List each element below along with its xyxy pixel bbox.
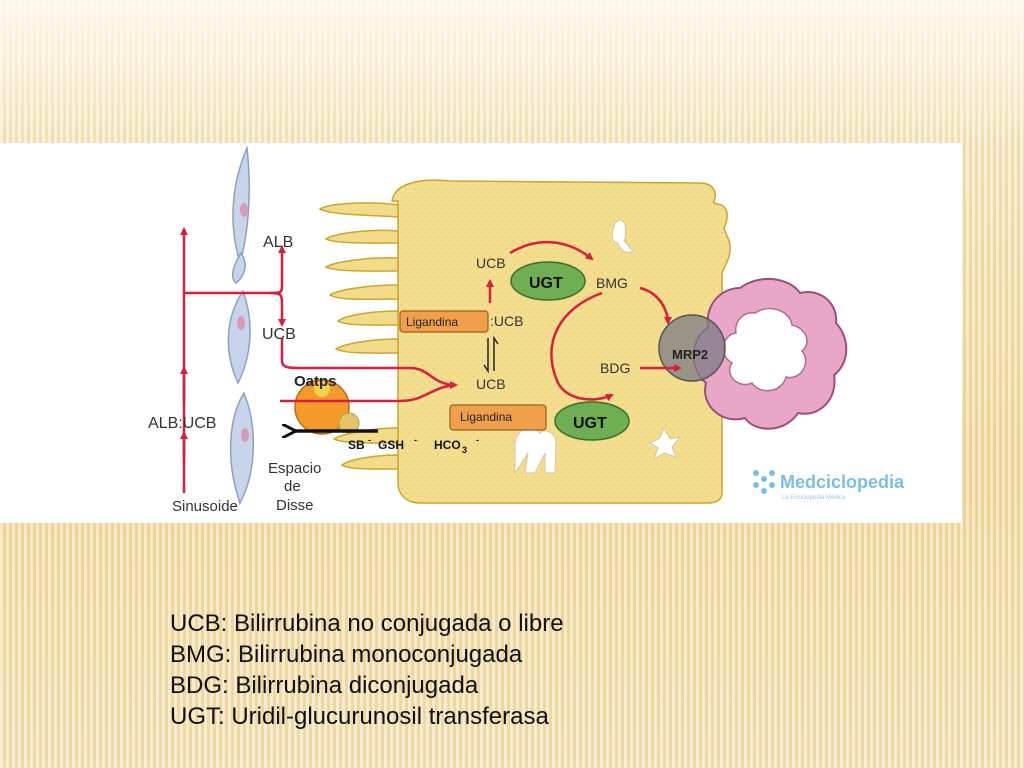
slide-background-fade — [0, 0, 1024, 150]
legend-line-ucb: UCB: Bilirrubina no conjugada o libre — [170, 610, 564, 637]
legend-line-bmg: BMG: Bilirrubina monoconjugada — [170, 641, 523, 668]
hco3-label: HCO — [434, 438, 461, 452]
bmg-label: BMG — [596, 275, 628, 291]
endothelial-cells — [227, 145, 255, 505]
sb-charge: - — [368, 435, 371, 445]
transport-arrows — [180, 227, 682, 493]
space-label-line3: Disse — [276, 497, 314, 514]
ucb-blood-label: UCB — [262, 326, 296, 343]
ugt-enzyme-top: UGT — [510, 261, 586, 301]
medciclopedia-logo-icon — [753, 470, 775, 494]
ugt-top-label: UGT — [529, 275, 563, 292]
hco3-charge: - — [476, 435, 479, 445]
diagram-canvas: MRP2 Oatps — [148, 145, 905, 515]
abbreviation-legend: UCB: Bilirrubina no conjugada o libre BM… — [170, 608, 950, 732]
albucb-label: ALB:UCB — [148, 415, 216, 432]
mrp2-label: MRP2 — [672, 347, 708, 362]
ligandina-bottom: Ligandina — [449, 404, 547, 431]
watermark-subtext: La Enciclopedia Médica — [782, 495, 846, 501]
ucb-mid-label: UCB — [476, 376, 506, 392]
equilibrium-arrows — [483, 335, 499, 374]
ligandina-top-label: Ligandina — [406, 315, 458, 329]
mrp2-transporter: MRP2 — [658, 314, 726, 382]
bdg-label: BDG — [600, 360, 630, 376]
ion-labels: SB - GSH - HCO 3 - — [348, 435, 479, 455]
legend-line-bdg: BDG: Bilirrubina diconjugada — [170, 672, 479, 699]
sinusoid-label: Sinusoide — [172, 498, 238, 515]
oatps-label: Oatps — [294, 373, 337, 390]
ligandina-top: Ligandina — [399, 310, 489, 333]
bilirubin-transport-diagram: MRP2 Oatps — [0, 143, 962, 523]
space-label-line1: Espacio — [268, 460, 321, 477]
medciclopedia-logo: Medciclopedia La Enciclopedia Médica — [753, 470, 905, 501]
oatp-transporter: Oatps — [294, 373, 360, 435]
alb-label: ALB — [263, 234, 293, 251]
hco3-subscript: 3 — [462, 445, 467, 455]
gsh-label: GSH — [378, 438, 404, 452]
ucb-top-label: UCB — [476, 255, 506, 271]
sb-label: SB — [348, 438, 365, 452]
gsh-charge: - — [414, 435, 417, 445]
ugt-enzyme-bottom: UGT — [554, 401, 630, 441]
watermark-text: Medciclopedia — [780, 472, 905, 492]
ugt-bottom-label: UGT — [573, 415, 607, 432]
ligandina-bottom-label: Ligandina — [460, 410, 512, 424]
diagram-labels: ALB UCB ALB:UCB Sinusoide Espacio de Dis… — [148, 234, 630, 515]
ucb-bound-label: :UCB — [490, 313, 523, 329]
legend-line-ugt: UGT: Uridil-glucurunosil transferasa — [170, 703, 549, 730]
space-label-line2: de — [284, 478, 301, 495]
